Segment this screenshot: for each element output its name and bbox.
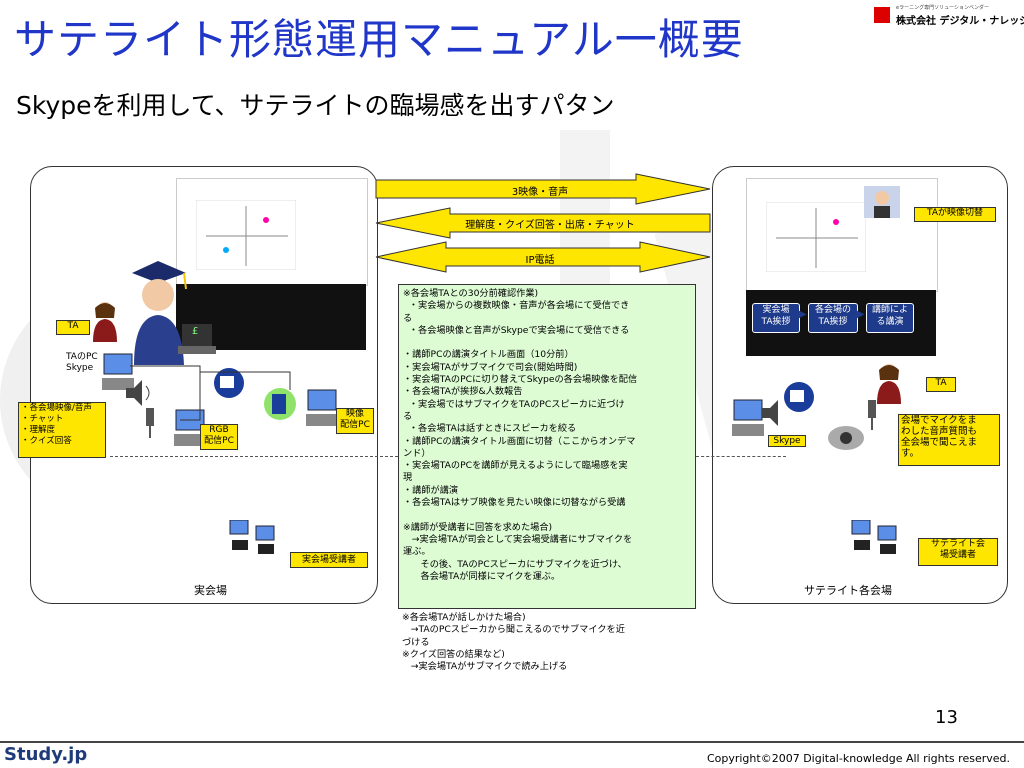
page-subtitle: Skypeを利用して、サテライトの臨場感を出すパタン bbox=[16, 91, 615, 120]
lecturer-laptop-icon bbox=[178, 324, 216, 354]
copyright-text: Copyright©2007 Digital-knowledge All rig… bbox=[706, 752, 1010, 765]
page-title: サテライト形態運用マニュアル一概要 bbox=[14, 15, 744, 64]
main-ta-figure-icon bbox=[93, 302, 117, 342]
logo-mark-icon bbox=[874, 6, 890, 23]
speaker-icon bbox=[126, 380, 150, 406]
arrow-video-audio-label: 3映像・音声 bbox=[511, 187, 569, 198]
satellite-ta-figure-icon bbox=[877, 364, 901, 404]
satellite-speaker-icon bbox=[762, 400, 778, 426]
network-line-left bbox=[110, 456, 398, 457]
slide-diagram-icon bbox=[196, 200, 296, 270]
laptop-screen-glyph: £ bbox=[192, 326, 199, 337]
procedure-notes-extra: ※各会場TAが話しかけた場合) →TAのPCスピーカから聞こえるのでサブマイクを… bbox=[402, 612, 625, 673]
main-venue-cabling bbox=[130, 365, 291, 421]
footer-divider bbox=[0, 741, 1024, 743]
main-attendees-label: 実会場受講者 bbox=[290, 552, 368, 568]
main-attendees-icon bbox=[229, 520, 275, 554]
microphone-icon bbox=[146, 408, 154, 438]
satellite-attendees-icon bbox=[851, 520, 897, 554]
video-pc-label: 映像 配信PC bbox=[336, 408, 374, 434]
company-logo: eラーニング専門ソリューションベンダー 株式会社 デジタル・ナレッジ bbox=[874, 4, 1024, 27]
satellite-webcam-ta-icon bbox=[864, 186, 900, 218]
network-line-right bbox=[696, 456, 786, 457]
ta-switch-label: TAが映像切替 bbox=[914, 207, 996, 222]
procedure-notes: ※各会場TAとの30分前確認作業) ・実会場からの複数映像・音声が各会場にて受信… bbox=[398, 284, 696, 609]
satellite-venue-name: サテライト各会場 bbox=[804, 584, 892, 597]
main-venue-projector-screen bbox=[176, 178, 368, 353]
satellite-step-ta-greeting: 各会場の TA挨拶 bbox=[808, 303, 858, 333]
arrow-ip-phone-label: IP電話 bbox=[525, 255, 555, 266]
satellite-ta-label: TA bbox=[926, 377, 956, 392]
page-number: 13 bbox=[935, 707, 958, 728]
main-venue-info-list: ・各会場映像/音声 ・チャット ・理解度 ・クイズ回答 bbox=[18, 402, 106, 458]
main-venue-name: 実会場 bbox=[194, 584, 227, 597]
satellite-camera-icon bbox=[784, 382, 814, 412]
logo-company-name: 株式会社 デジタル・ナレッジ bbox=[896, 16, 1024, 27]
arrow-video-audio bbox=[375, 173, 711, 205]
rgb-pc-label: RGB 配信PC bbox=[200, 424, 238, 450]
satellite-mic-note: 会場でマイクをま わした音声質問も 全会場で聞こえま す。 bbox=[898, 414, 1000, 466]
video-pc-icon bbox=[306, 389, 338, 426]
arrow-feedback-label: 理解度・クイズ回答・出席・チャット bbox=[465, 220, 635, 231]
video-device-icon bbox=[264, 388, 296, 420]
satellite-skype-label: Skype bbox=[768, 435, 806, 447]
step-chevron-icon-1: ▶ bbox=[799, 309, 807, 320]
satellite-attendees-label: サテライト会 場受講者 bbox=[918, 538, 998, 566]
lecturer-figure-icon bbox=[132, 261, 187, 365]
arrow-feedback bbox=[375, 207, 711, 239]
step-chevron-icon-2: ▶ bbox=[857, 309, 865, 320]
satellite-microphone-icon bbox=[868, 400, 876, 430]
ta-pc-icon bbox=[102, 353, 134, 390]
satellite-step-main-ta-greeting: 実会場 TA挨拶 bbox=[752, 303, 800, 333]
arrow-ip-phone bbox=[375, 241, 711, 273]
video-camera-icon bbox=[214, 368, 244, 398]
main-ta-label: TA bbox=[56, 320, 90, 335]
logo-tagline: eラーニング専門ソリューションベンダー bbox=[896, 5, 989, 11]
satellite-pc-icon bbox=[732, 399, 764, 436]
satellite-step-lecture: 講師によ る講演 bbox=[866, 303, 914, 333]
footer-brand: Study.jp bbox=[4, 744, 88, 765]
satellite-webcam-icon bbox=[828, 426, 864, 450]
slide-diagram-icon-right bbox=[766, 202, 866, 272]
